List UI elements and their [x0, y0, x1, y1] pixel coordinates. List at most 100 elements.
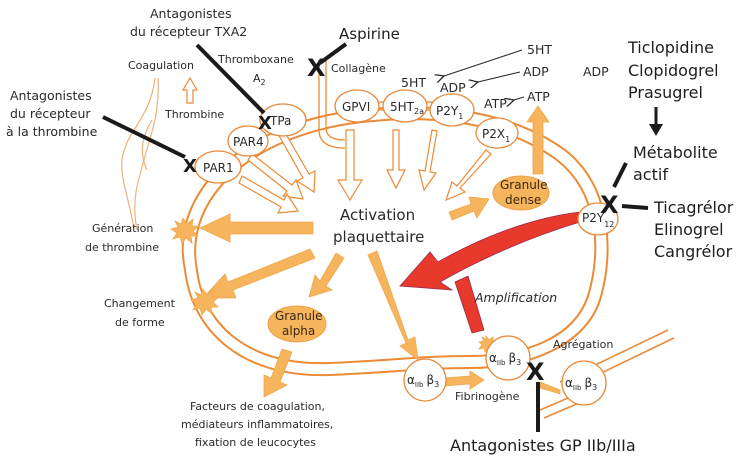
svg-text:TPa: TPa [269, 114, 291, 128]
par1-inhibit-mark: X [183, 156, 197, 177]
p2y1-signal-arrow [418, 129, 438, 192]
receptor-par1: PAR1 [194, 150, 242, 184]
atp-source-label: ATP [527, 89, 550, 104]
thienopyridine-clopidogrel: Clopidogrel [628, 61, 719, 80]
gp-antagonists-label: Antagonistes GP IIb/IIIa [450, 436, 636, 455]
fibrinogen-arrow [443, 370, 485, 390]
ht2a-signal-arrow [386, 129, 406, 190]
to-dense-granule-arrow [448, 196, 490, 221]
direct-p2y12-ticagrelor: Ticagrélor [653, 198, 734, 217]
thrombin-antagonists-label-3: à la thrombine [6, 124, 98, 139]
svg-text:dense: dense [505, 193, 541, 207]
changement-forme-label-1: Changement [104, 297, 176, 310]
to-thrombin-generation-arrow [199, 213, 314, 243]
gpvi-signal-arrow [336, 129, 364, 202]
direct-p2y12-cangrelor: Cangrélor [654, 242, 733, 261]
direct-p2y12-line [621, 204, 649, 210]
thrombin-to-coagulation-arrow [181, 76, 199, 104]
collagen-fibre [318, 60, 346, 149]
txa2-antagonists-label-1: Antagonistes [150, 6, 232, 21]
svg-text:Granule: Granule [275, 309, 323, 323]
starbursts [170, 217, 499, 353]
par1-signal-arrow [238, 175, 300, 214]
svg-text:P2Y12: P2Y12 [582, 211, 614, 229]
receptor-p2y12: P2Y12 [577, 202, 619, 236]
thrombin-antagonist-line [102, 115, 186, 159]
svg-text:P2X1: P2X1 [482, 127, 510, 144]
facteurs-label-1: Facteurs de coagulation, [190, 400, 325, 413]
5ht-released-label: 5HT [401, 75, 426, 90]
dense-granule-release-arrow [526, 105, 550, 175]
thienopyridine-prasugrel: Prasugrel [628, 83, 703, 102]
adp-released-label: ADP [440, 80, 466, 95]
to-shape-change-arrow [202, 248, 316, 299]
svg-text:5HT2a: 5HT2a [390, 100, 424, 116]
receptor-par4: PAR4 [227, 125, 269, 157]
activation-label-line1: Activation [340, 206, 415, 224]
coagulation-label: Coagulation [128, 59, 194, 72]
metabolite-line [612, 162, 628, 188]
atp-released-label: ATP [484, 96, 507, 111]
5ht-release-arrow [444, 49, 523, 76]
adp-release-arrow [478, 71, 521, 82]
agregation-label: Agrégation [553, 338, 613, 351]
to-gpiib-arrow [367, 250, 419, 361]
receptor-5ht2a: 5HT2a [382, 89, 428, 123]
thrombin-generation-burst [170, 217, 201, 245]
adp-right-label: ADP [583, 64, 609, 79]
changement-forme-label-2: de forme [115, 316, 165, 329]
thromboxane-label: Thromboxane [217, 53, 294, 66]
generation-thrombine-label-2: de thrombine [85, 241, 159, 254]
svg-text:Granule: Granule [500, 178, 548, 192]
amplification-label: Amplification [474, 290, 557, 305]
thrombin-antagonists-label-2: du récepteur [10, 106, 91, 121]
p2x1-signal-arrow [445, 149, 492, 202]
dense-granule: Granule dense [492, 175, 550, 211]
aspirine-label: Aspirine [339, 25, 400, 43]
thrombine-label: Thrombine [164, 108, 224, 121]
tpa-inhibit-mark: X [258, 113, 272, 134]
receptor-p2y1: P2Y1 [429, 93, 475, 127]
gpiib-inhibit-mark: X [526, 358, 545, 386]
receptor-gpvi: GPVI [334, 89, 380, 123]
svg-text:P2Y1: P2Y1 [436, 104, 463, 121]
collagene-label: Collagène [331, 62, 386, 75]
receptor-p2x1: P2X1 [475, 117, 519, 149]
fibrinogene-label: Fibrinogène [455, 390, 520, 403]
5ht-source-label: 5HT [527, 42, 552, 57]
svg-text:GPVI: GPVI [342, 100, 370, 114]
receptor-tpa: TPa [259, 103, 307, 137]
metabolism-arrow [649, 107, 663, 136]
svg-text:alpha: alpha [282, 324, 315, 338]
aspirine-line [318, 42, 348, 65]
svg-text:PAR1: PAR1 [203, 161, 234, 175]
p2y12-inhibit-mark: X [600, 191, 619, 219]
platelet-membrane [181, 106, 609, 377]
coagulation-fibril [121, 77, 159, 231]
alpha-granule-release-arrow [263, 348, 293, 398]
svg-text:PAR4: PAR4 [233, 135, 264, 149]
txa2-antagonists-label-2: du récepteur TXA2 [130, 24, 247, 39]
generation-thrombine-label-1: Génération [92, 222, 153, 235]
atp-release-arrow [514, 96, 525, 100]
to-alpha-granule-arrow [308, 252, 345, 298]
tpa-signal-arrow [276, 128, 316, 194]
activation-label-line2: plaquettaire [333, 228, 424, 246]
metabolite-label-2: actif [633, 165, 668, 184]
thrombin-antagonists-label-1: Antagonistes [10, 88, 92, 103]
metabolite-label-1: Métabolite [633, 143, 718, 162]
facteurs-label-2: médiateurs inflammatoires, [181, 418, 333, 431]
alpha-granule: Granule alpha [267, 305, 327, 343]
par4-signal-arrow [247, 153, 304, 200]
adp-source-label: ADP [523, 64, 549, 79]
txa2-antagonist-line [195, 43, 266, 115]
amplification-arrow [399, 211, 581, 334]
facteurs-label-3: fixation de leucocytes [195, 436, 316, 449]
thromboxane-a2-label: A2 [253, 72, 266, 87]
